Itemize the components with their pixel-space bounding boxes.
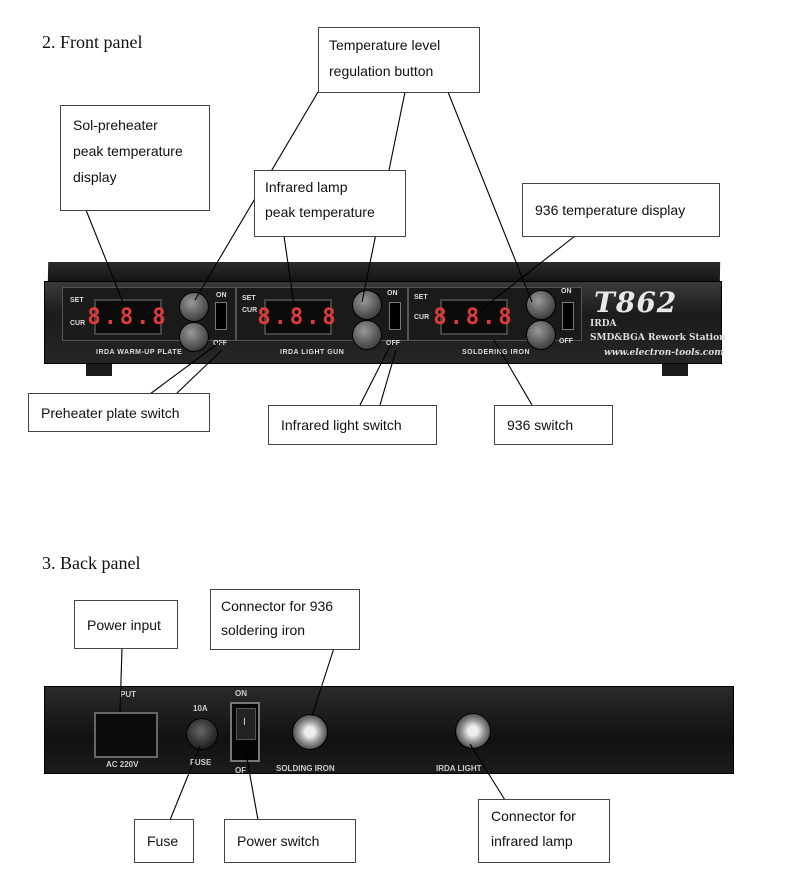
on-label-3: ON <box>561 288 572 295</box>
model-name: T862 <box>594 286 678 319</box>
soldering-label: SOLDING IRON <box>276 764 335 773</box>
iron-down-button[interactable] <box>526 320 556 350</box>
callout-connector-ir: Connector for infrared lamp <box>478 799 610 863</box>
set-label-1: SET <box>70 297 84 304</box>
temp-936-display: 8.8.8 <box>433 299 512 335</box>
strip-label-2: IRDA LIGHT GUN <box>280 349 345 356</box>
ac-label: AC 220V <box>106 760 139 769</box>
power-input-socket[interactable] <box>94 712 158 758</box>
brand-line-1: IRDA <box>590 319 617 329</box>
front-panel-title: 2. Front panel <box>42 32 143 52</box>
leader-temp-button-3 <box>447 91 533 303</box>
brand-line-2: SMD&BGA Rework Station <box>590 333 726 343</box>
leader-936-switch <box>493 339 533 406</box>
warmup-down-button[interactable] <box>179 322 209 352</box>
front-foot-right <box>662 364 688 376</box>
input-label: PUT <box>120 690 136 699</box>
infrared-light-switch[interactable] <box>389 302 401 330</box>
callout-power-input: Power input <box>74 600 178 649</box>
on-label-1: ON <box>216 292 227 299</box>
cur-label-3: CUR <box>414 314 430 321</box>
soldering-iron-connector[interactable] <box>292 714 328 750</box>
brand-line-3: www.electron-tools.com <box>604 348 724 358</box>
infrared-peak-display: 8.8.8 <box>257 299 336 335</box>
callout-preheater-switch: Preheater plate switch <box>28 393 210 432</box>
callout-fuse: Fuse <box>134 819 194 863</box>
light-down-button[interactable] <box>352 320 382 350</box>
leader-936-display <box>477 235 576 313</box>
back-off-label: OF <box>235 766 247 775</box>
off-label-3: OFF <box>559 338 573 345</box>
strip-label-1: IRDA WARM-UP PLATE <box>96 349 183 356</box>
back-on-label: ON <box>235 689 247 698</box>
back-panel-body <box>44 686 734 774</box>
leader-connector-936 <box>311 647 335 717</box>
rocker-mark: I <box>243 717 246 728</box>
leader-fuse <box>169 745 201 821</box>
strip-label-3: SOLDERING IRON <box>462 349 531 356</box>
leader-ir-display <box>283 235 295 306</box>
fuse-rating: 10A <box>193 704 208 713</box>
callout-power-switch: Power switch <box>224 819 356 863</box>
set-label-2: SET <box>242 295 256 302</box>
on-label-2: ON <box>387 290 398 297</box>
callout-ir-display: Infrared lamp peak temperature <box>254 170 406 237</box>
rocker-paddle: I <box>236 708 256 740</box>
leader-infrared-1 <box>359 341 393 406</box>
warmup-up-button[interactable] <box>179 292 209 322</box>
callout-936-switch: 936 switch <box>494 405 613 445</box>
callout-temp-button: Temperature level regulation button <box>318 27 480 93</box>
switch-936[interactable] <box>562 302 574 330</box>
off-label-1: OFF <box>213 340 227 347</box>
sol-preheater-display: 8.8.8 <box>87 299 166 335</box>
leader-connector-ir <box>469 743 506 801</box>
callout-infrared-switch: Infrared light switch <box>268 405 437 445</box>
callout-connector-936: Connector for 936 soldering iron <box>210 589 360 650</box>
power-rocker-switch[interactable]: I <box>230 702 260 762</box>
leader-preheater-2 <box>175 349 223 395</box>
set-label-3: SET <box>414 294 428 301</box>
leader-power-switch <box>243 741 259 821</box>
callout-936-display: 936 temperature display <box>522 183 720 237</box>
cur-label-2: CUR <box>242 307 258 314</box>
front-foot-left <box>86 364 112 376</box>
preheater-plate-switch[interactable] <box>215 302 227 330</box>
cur-label-1: CUR <box>70 320 86 327</box>
back-panel-title: 3. Back panel <box>42 553 141 573</box>
callout-sol-display: Sol-preheater peak temperature display <box>60 105 210 211</box>
leader-sol-display <box>85 209 125 306</box>
irda-label: IRDA LIGHT <box>436 764 482 773</box>
iron-up-button[interactable] <box>526 290 556 320</box>
leader-infrared-2 <box>379 349 397 406</box>
off-label-2: OFF <box>386 340 400 347</box>
fuse-holder[interactable] <box>186 718 218 750</box>
light-up-button[interactable] <box>352 290 382 320</box>
fuse-label: FUSE <box>190 758 212 767</box>
leader-power-input <box>119 647 123 713</box>
leader-preheater-1 <box>149 341 221 395</box>
